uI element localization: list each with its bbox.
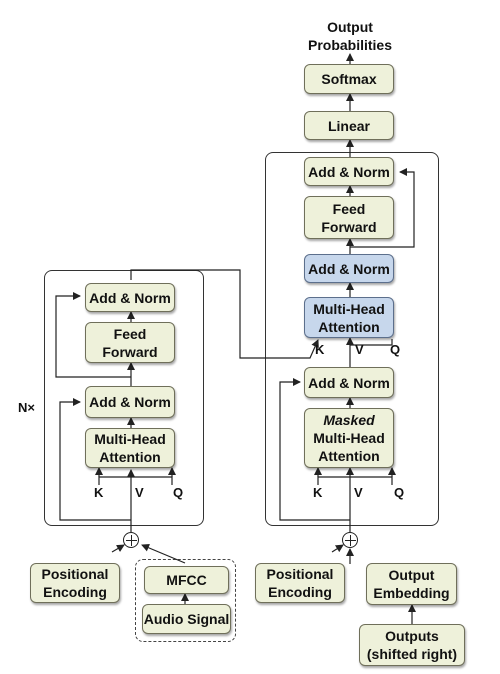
encoder-add-norm-low: Add & Norm	[85, 386, 175, 418]
audio-input-group	[135, 559, 236, 642]
output-embedding-block: Output Embedding	[366, 563, 457, 605]
cross-v-label: V	[355, 342, 364, 357]
encoder-sum-icon	[123, 532, 139, 548]
encoder-positional-encoding: Positional Encoding	[30, 563, 120, 603]
masked-attention-block: Masked Multi-Head Attention	[304, 408, 394, 468]
output-probabilities-label: Output Probabilities	[307, 19, 393, 53]
outputs-shifted-right-block: Outputs (shifted right)	[359, 624, 465, 666]
encoder-add-norm-top: Add & Norm	[85, 283, 175, 312]
encoder-q-label: Q	[173, 485, 184, 500]
decoder-positional-encoding: Positional Encoding	[255, 563, 345, 603]
masked-q-label: Q	[394, 485, 405, 500]
mfcc-block: MFCC	[144, 566, 229, 594]
softmax-block: Softmax	[304, 64, 394, 94]
encoder-v-label: V	[135, 485, 144, 500]
decoder-frame	[265, 152, 439, 526]
cross-k-label: K	[315, 342, 325, 357]
linear-block: Linear	[304, 111, 394, 140]
decoder-cross-attention: Multi-Head Attention	[304, 297, 394, 338]
decoder-add-norm-top: Add & Norm	[304, 157, 394, 186]
decoder-add-norm-mid: Add & Norm	[304, 254, 394, 283]
encoder-k-label: K	[94, 485, 104, 500]
encoder-attention-block: Multi-Head Attention	[85, 428, 175, 468]
decoder-feed-forward: Feed Forward	[304, 196, 394, 239]
repeat-n-label: N×	[18, 400, 35, 415]
masked-v-label: V	[354, 485, 363, 500]
decoder-add-norm-low: Add & Norm	[304, 367, 394, 398]
cross-q-label: Q	[390, 342, 401, 357]
audio-signal-block: Audio Signal	[142, 604, 231, 634]
encoder-feed-forward: Feed Forward	[85, 322, 175, 363]
masked-k-label: K	[313, 485, 323, 500]
encoder-frame	[44, 270, 204, 526]
decoder-sum-icon	[342, 532, 358, 548]
